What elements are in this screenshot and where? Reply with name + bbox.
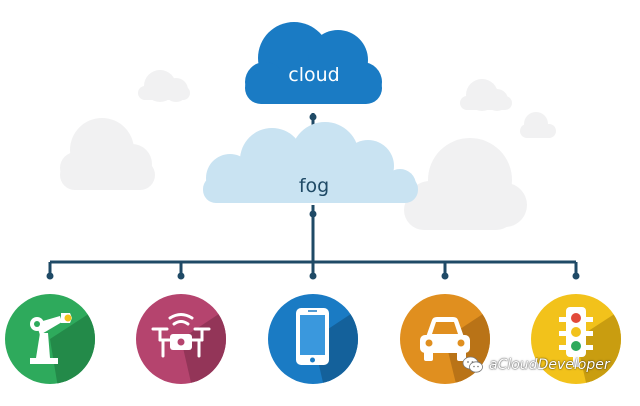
drone-icon	[151, 313, 211, 358]
watermark-text: aCloudDeveloper	[489, 357, 610, 373]
background-cloud	[60, 118, 155, 190]
cloud-label: cloud	[288, 64, 340, 86]
connector-node	[309, 272, 317, 280]
background-cloud	[460, 79, 512, 111]
connector-node	[309, 210, 317, 218]
connector-node	[441, 272, 449, 280]
fog-cloud-shape	[203, 122, 418, 203]
device-smartphone	[268, 294, 358, 384]
device-car	[400, 294, 490, 384]
device-traffic-light	[531, 294, 621, 384]
background-cloud	[404, 138, 527, 230]
watermark: aCloudDeveloper	[462, 354, 610, 376]
wechat-icon	[462, 356, 483, 373]
device-drone	[136, 294, 226, 384]
robot-arm-icon	[30, 313, 72, 364]
background-cloud	[520, 112, 556, 138]
fog-label: fog	[298, 175, 330, 197]
connector-node	[309, 113, 317, 121]
smartphone-icon	[296, 308, 329, 365]
connector-node	[572, 272, 580, 280]
connector-node	[46, 272, 54, 280]
connector-node	[177, 272, 185, 280]
background-clouds	[60, 70, 556, 230]
cloud-shape	[245, 22, 382, 104]
background-cloud	[138, 70, 190, 102]
device-robot-arm	[5, 294, 95, 384]
car-icon	[420, 317, 470, 361]
traffic-light-icon	[559, 307, 593, 367]
